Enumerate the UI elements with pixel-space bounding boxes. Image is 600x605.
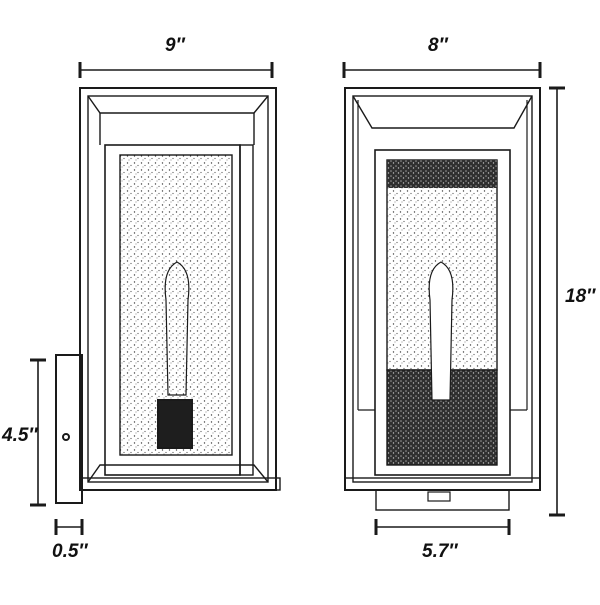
label-backplate-height: 4.5″	[2, 425, 38, 446]
side-screw	[62, 433, 70, 441]
front-inner-frame	[352, 95, 533, 483]
front-top-bevel	[352, 95, 533, 129]
front-view-lantern	[344, 87, 541, 511]
label-width-front: 8″	[428, 35, 448, 56]
front-switch	[427, 491, 451, 502]
label-width-side: 9″	[165, 35, 185, 56]
side-backplate	[55, 354, 83, 504]
side-bottom-bar	[79, 477, 281, 491]
side-bottom-bevel	[87, 464, 269, 483]
front-window-frame	[374, 149, 511, 476]
side-socket	[157, 399, 193, 449]
side-top-bevel	[87, 95, 269, 114]
front-bulb	[428, 261, 454, 401]
side-bulb	[164, 261, 190, 396]
front-backplate	[375, 489, 510, 511]
side-view-lantern	[55, 87, 281, 504]
side-inner-frame	[87, 95, 269, 483]
front-bottom-bar	[344, 477, 541, 491]
dimension-lines	[30, 62, 565, 535]
label-height: 18″	[565, 286, 596, 307]
label-backplate-width: 5.7″	[422, 541, 458, 562]
label-backplate-depth: 0.5″	[52, 541, 88, 562]
